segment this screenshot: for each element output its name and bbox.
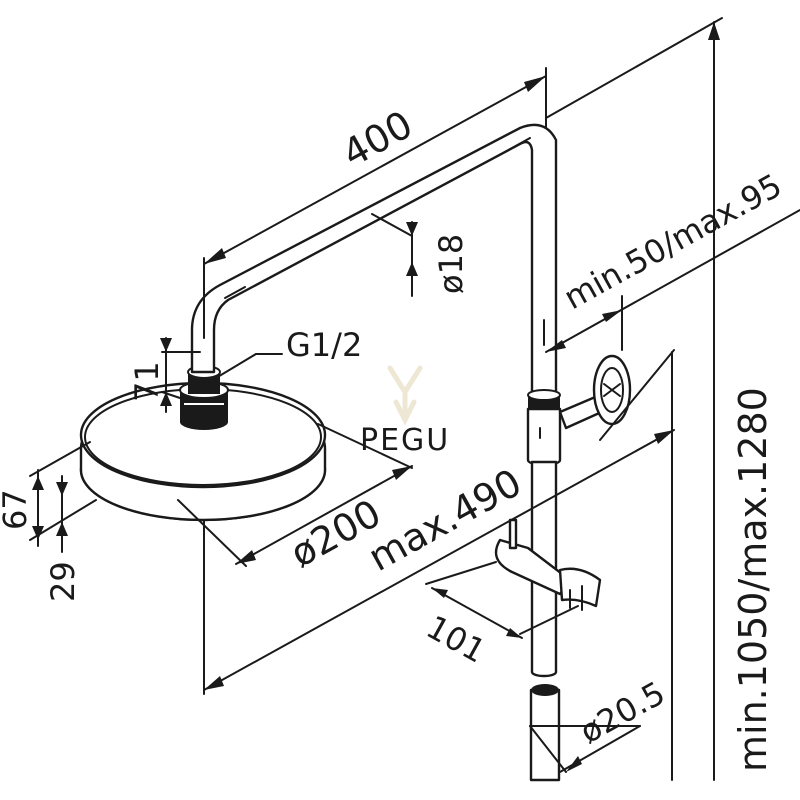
label-head-rim: 29 xyxy=(44,561,82,602)
label-nut-height: 71 xyxy=(128,361,166,402)
dim-thread: G1/2 xyxy=(215,326,362,379)
dim-height: min.1050/max.1280 xyxy=(545,17,775,781)
hand-shower-holder xyxy=(494,518,602,611)
label-projection: min.50/max.95 xyxy=(557,166,788,317)
label-thread: G1/2 xyxy=(286,326,362,364)
label-head-height: 67 xyxy=(0,489,34,530)
label-riser-diameter: ø20.5 xyxy=(573,674,671,751)
dim-nut-height: 71 xyxy=(128,337,201,413)
riser-pipe xyxy=(526,389,562,782)
label-arm-diameter: ø18 xyxy=(432,234,470,294)
label-holder-depth: 101 xyxy=(420,608,492,671)
watermark-text: PEGU xyxy=(360,423,450,458)
label-height: min.1050/max.1280 xyxy=(731,387,775,772)
dim-head-rim: 29 xyxy=(44,475,82,602)
dim-arm-diameter: ø18 xyxy=(371,213,470,297)
label-arm-length: 400 xyxy=(335,102,420,176)
dim-projection: min.50/max.95 xyxy=(545,166,800,353)
shower-head xyxy=(79,381,327,522)
wall-bracket xyxy=(558,354,632,430)
watermark: PEGU xyxy=(360,365,450,458)
